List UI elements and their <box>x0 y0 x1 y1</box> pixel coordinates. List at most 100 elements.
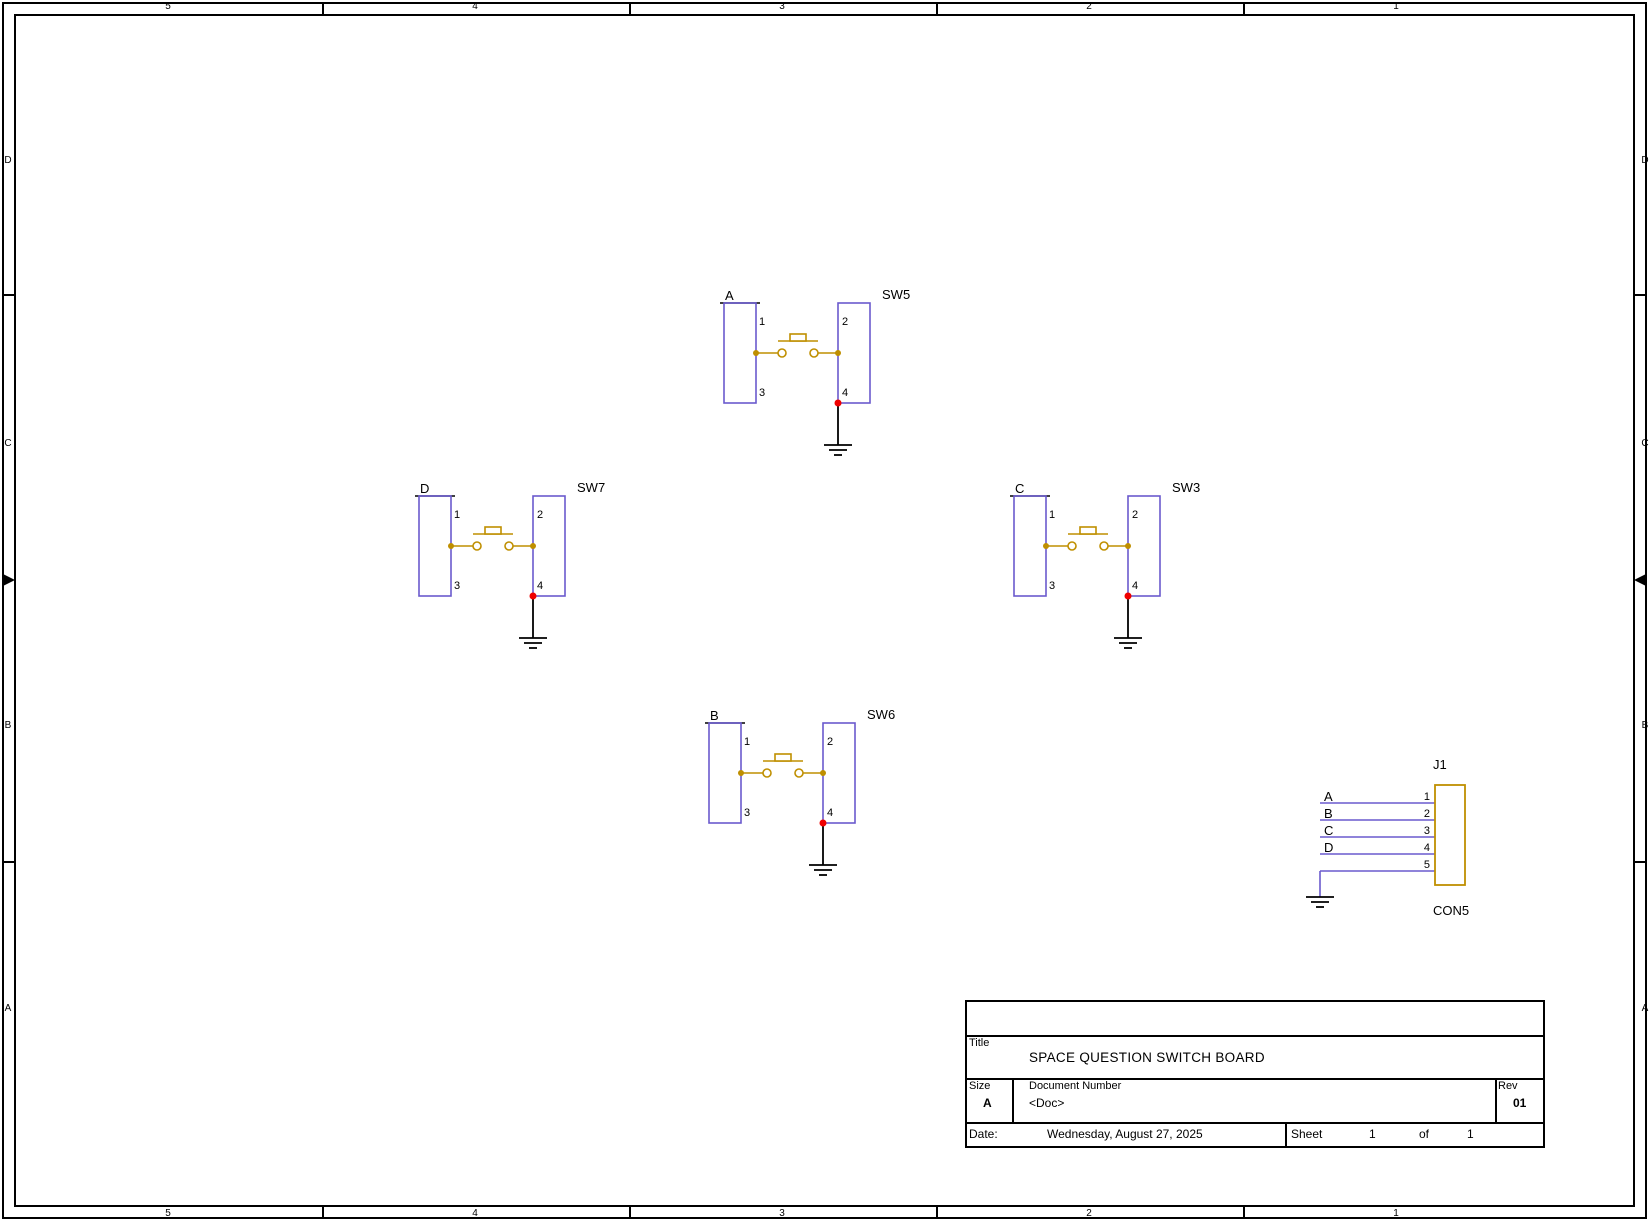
column-label: 2 <box>1086 1208 1092 1219</box>
net-label: B <box>1324 806 1333 821</box>
column-label: 3 <box>779 1 785 12</box>
pin-number: 3 <box>1424 825 1430 837</box>
pin-number: 2 <box>537 509 543 521</box>
doc-number-value: <Doc> <box>1029 1096 1065 1110</box>
pin-number: 3 <box>1049 580 1055 592</box>
net-label: C <box>1324 823 1333 838</box>
pin-number: 2 <box>1132 509 1138 521</box>
column-label: 4 <box>472 1 478 12</box>
pin-number: 2 <box>1424 808 1430 820</box>
pushbutton-contacts <box>753 333 841 358</box>
pushbutton-contacts <box>448 526 536 551</box>
sheet-title: SPACE QUESTION SWITCH BOARD <box>1029 1050 1265 1065</box>
frame-tick <box>322 1206 324 1219</box>
frame-tick <box>322 2 324 15</box>
ref-designator: J1 <box>1433 757 1447 772</box>
row-label: A <box>1641 1003 1649 1014</box>
switch-sw5: A SW5 1 2 3 4 <box>710 285 930 475</box>
row-label: B <box>4 720 12 731</box>
sheet-label: Sheet <box>1291 1127 1323 1141</box>
frame-tick <box>936 2 938 15</box>
column-label: 5 <box>165 1 171 12</box>
pin-number: 4 <box>842 387 848 399</box>
pin-number: 3 <box>759 387 765 399</box>
inner-border <box>14 14 1635 1207</box>
row-label: B <box>1641 720 1649 731</box>
title-block-line <box>967 1035 1543 1037</box>
date-value: Wednesday, August 27, 2025 <box>1047 1127 1203 1141</box>
title-block-line <box>967 1078 1543 1080</box>
net-label: A <box>725 288 734 303</box>
doc-number-label: Document Number <box>1029 1080 1122 1092</box>
frame-tick <box>629 2 631 15</box>
size-label: Size <box>969 1080 991 1092</box>
sheet-of-label: of <box>1419 1127 1430 1141</box>
ground-symbol <box>1306 896 1334 908</box>
net-label: D <box>420 481 429 496</box>
frame-tick <box>1634 861 1647 863</box>
title-block-line <box>1285 1122 1287 1146</box>
connector-j1: J1 CON5 A B C D 1 2 3 4 5 <box>1300 755 1490 930</box>
junction-dot <box>529 592 537 600</box>
ref-designator: SW6 <box>867 707 895 722</box>
column-label: 1 <box>1393 1208 1399 1219</box>
pin-number: 1 <box>1049 509 1055 521</box>
switch-sw7: D SW7 1 2 3 4 <box>405 478 625 668</box>
junction-dot <box>819 819 827 827</box>
pin-number: 4 <box>537 580 543 592</box>
row-label: C <box>1641 438 1649 449</box>
rev-label: Rev <box>1498 1080 1518 1092</box>
pin-number: 2 <box>827 736 833 748</box>
title-block-line <box>967 1122 1543 1124</box>
pin-number: 1 <box>744 736 750 748</box>
frame-tick <box>2 861 15 863</box>
sheet-number: 1 <box>1369 1127 1376 1141</box>
column-label: 5 <box>165 1208 171 1219</box>
pin-number: 5 <box>1424 859 1430 871</box>
pin-number: 4 <box>1132 580 1138 592</box>
frame-tick <box>1243 1206 1245 1219</box>
pushbutton-contacts <box>1043 526 1131 551</box>
junction-dot <box>834 399 842 407</box>
title-block: Title SPACE QUESTION SWITCH BOARD Size A… <box>965 1000 1545 1148</box>
row-label: C <box>4 438 12 449</box>
pin-number: 1 <box>454 509 460 521</box>
size-value: A <box>983 1096 992 1110</box>
row-label: D <box>1641 155 1649 166</box>
pin-number: 4 <box>827 807 833 819</box>
pin-number: 2 <box>842 316 848 328</box>
connector-wires <box>1319 802 1435 897</box>
connector-body <box>1434 784 1466 886</box>
row-label: D <box>4 155 12 166</box>
ground-symbol <box>519 596 547 649</box>
pin-number: 3 <box>454 580 460 592</box>
pin-number: 1 <box>1424 791 1430 803</box>
pin-number: 1 <box>759 316 765 328</box>
column-label: 2 <box>1086 1 1092 12</box>
alignment-arrow-right <box>1634 574 1646 586</box>
ground-symbol <box>824 403 852 456</box>
ref-designator: SW7 <box>577 480 605 495</box>
net-label: A <box>1324 789 1333 804</box>
column-label: 1 <box>1393 1 1399 12</box>
net-label: B <box>710 708 719 723</box>
frame-tick <box>2 294 15 296</box>
sheet-total: 1 <box>1467 1127 1474 1141</box>
pin-number: 3 <box>744 807 750 819</box>
net-label: D <box>1324 840 1333 855</box>
ground-symbol <box>809 823 837 876</box>
frame-tick <box>936 1206 938 1219</box>
title-block-line <box>1495 1078 1497 1122</box>
ref-designator: SW3 <box>1172 480 1200 495</box>
ground-symbol <box>1114 596 1142 649</box>
part-name: CON5 <box>1433 903 1469 918</box>
pushbutton-contacts <box>738 753 826 778</box>
net-label: C <box>1015 481 1024 496</box>
column-label: 4 <box>472 1208 478 1219</box>
frame-tick <box>1243 2 1245 15</box>
date-label: Date: <box>969 1127 998 1141</box>
title-block-line <box>1012 1078 1014 1122</box>
frame-tick <box>629 1206 631 1219</box>
